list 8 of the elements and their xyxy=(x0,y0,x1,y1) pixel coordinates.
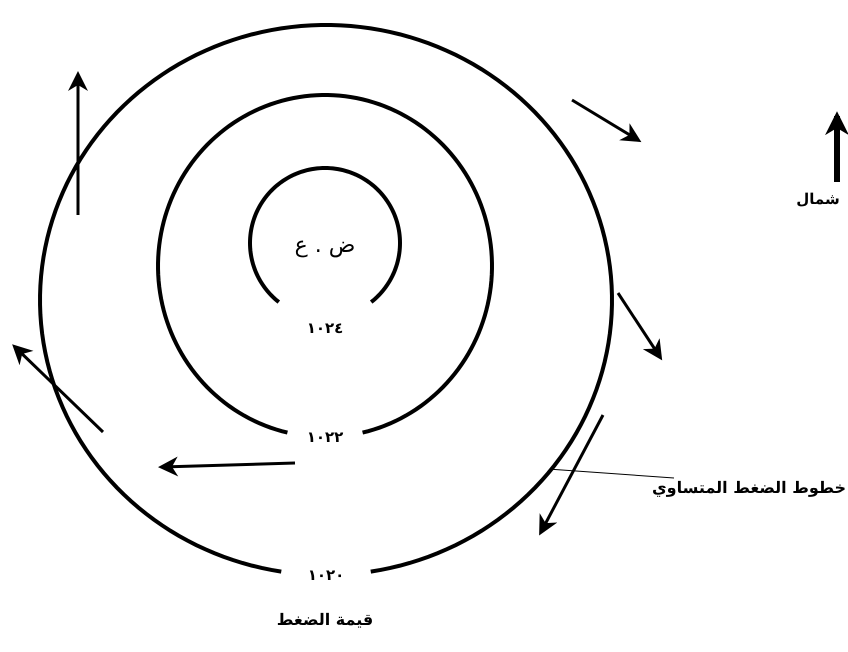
center-label: ض . ع xyxy=(294,232,356,258)
pressure-value: ١٠٢٢ xyxy=(306,428,344,446)
pressure-value: ١٠٢٤ xyxy=(306,319,344,337)
leader-line xyxy=(550,468,674,478)
pressure-value: ١٠٢٠ xyxy=(308,566,344,584)
callout-label: قيمة الضغط xyxy=(276,610,374,629)
north-label: شمال xyxy=(796,190,840,208)
callout-label: خطوط الضغط المتساوي xyxy=(652,478,846,497)
